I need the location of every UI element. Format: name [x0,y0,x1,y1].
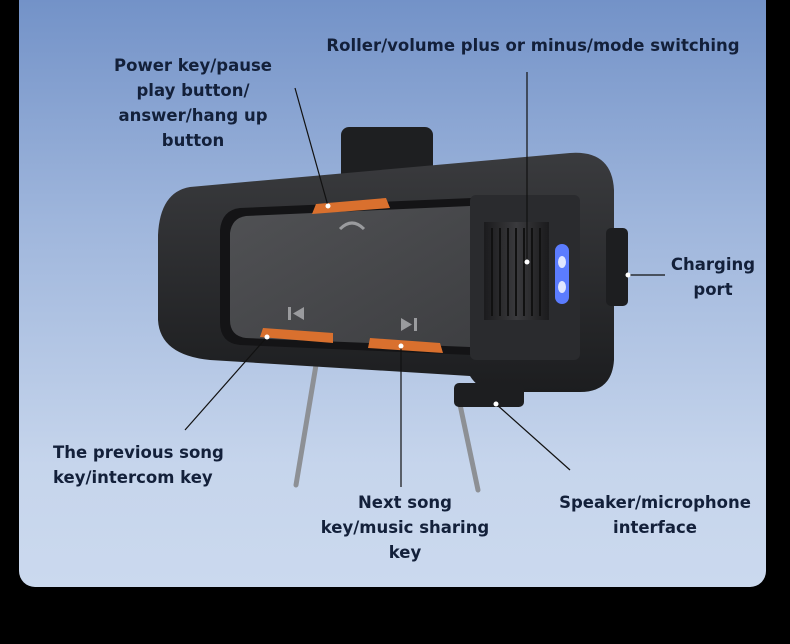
led-indicator [555,244,569,304]
leader-lines [184,72,665,487]
charging-port-label: Charging port [671,252,755,302]
power-label-line: play button/ [136,81,250,100]
charging-port [606,228,628,306]
power-label-line: answer/hang up [118,106,268,125]
next-label-line: key/music sharing [320,518,490,537]
power-button[interactable] [312,198,390,214]
next-icon [401,318,417,331]
power-key-label: Power key/pause play button/ answer/hang… [114,53,272,153]
next-button[interactable] [368,338,443,353]
previous-label-line: The previous song [53,443,224,462]
speaker-mic-label: Speaker/microphone interface [559,490,751,540]
phone-icon [338,221,366,231]
next-label-line: Next song [358,493,452,512]
previous-song-label: The previous song key/intercom key [53,440,224,490]
roller-label-line: Roller/volume plus or minus/mode switchi… [326,36,740,55]
previous-label-line: key/intercom key [53,468,213,487]
speaker-interface [454,383,524,407]
support-legs [293,362,481,493]
charging-label-line: Charging [670,255,756,274]
roller-label: Roller/volume plus or minus/mode switchi… [326,33,739,58]
previous-button[interactable] [260,328,333,343]
power-label-line: button [161,131,225,150]
power-label-line: Power key/pause [114,56,272,75]
control-face [230,206,470,347]
next-label-line: key [388,543,422,562]
next-song-label: Next song key/music sharing key [321,490,490,565]
speaker-label-line: Speaker/microphone [559,493,751,512]
charging-label-line: port [693,280,733,299]
previous-icon [288,307,304,320]
speaker-label-line: interface [613,518,697,537]
